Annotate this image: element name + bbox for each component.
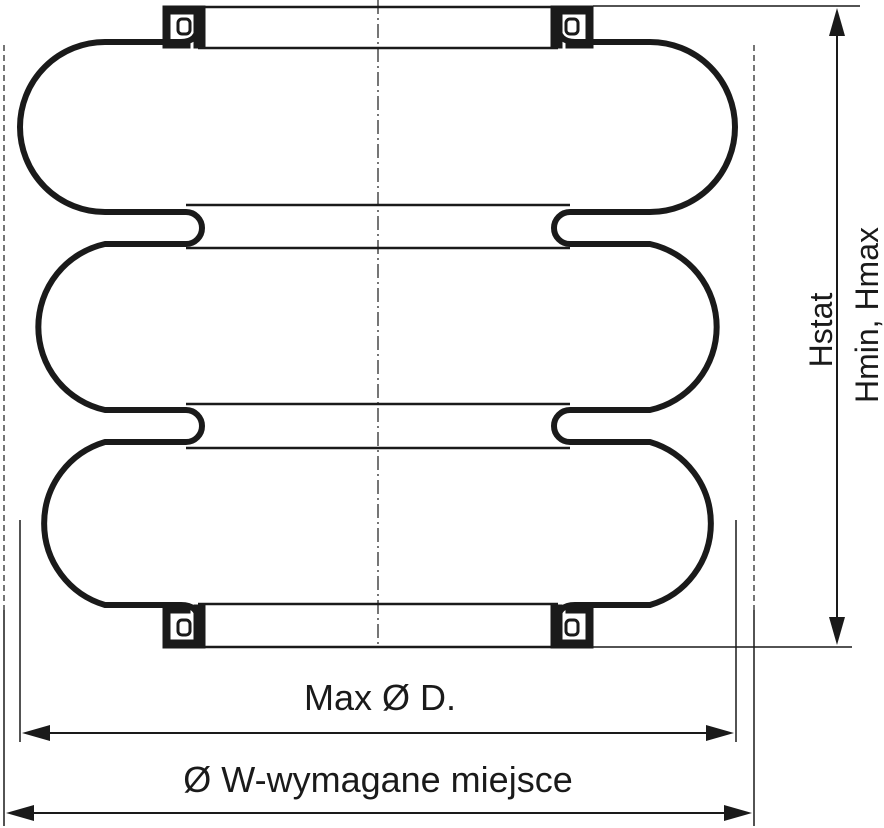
bellows-right-contour bbox=[551, 24, 738, 621]
h-min-max-label: Hmin, Hmax bbox=[849, 227, 884, 403]
h-stat-label: Hstat bbox=[803, 293, 839, 368]
max-diameter-arrow-right bbox=[706, 725, 734, 741]
clamp-bottom-right bbox=[550, 604, 594, 649]
required-space-label: Ø W-wymagane miejsce bbox=[183, 759, 572, 800]
required-space-guides bbox=[3, 45, 755, 610]
bellows-left-contour bbox=[17, 24, 205, 621]
required-space-arrow-left bbox=[6, 805, 34, 821]
max-diameter-label: Max Ø D. bbox=[304, 677, 456, 718]
max-diameter-dimension bbox=[19, 520, 737, 742]
clamp-bottom-left bbox=[162, 604, 206, 649]
clamp-top-left bbox=[162, 5, 206, 49]
end-clamps bbox=[162, 5, 594, 649]
inner-lines bbox=[186, 5, 570, 649]
height-arrow-bottom bbox=[829, 617, 845, 645]
max-diameter-arrow-left bbox=[22, 725, 50, 741]
required-space-dimension bbox=[3, 610, 755, 826]
required-space-arrow-right bbox=[724, 805, 752, 821]
clamp-top-right bbox=[550, 5, 594, 49]
height-arrow-top bbox=[829, 8, 845, 36]
height-dimension bbox=[593, 5, 860, 648]
bellows-outline bbox=[17, 24, 738, 621]
